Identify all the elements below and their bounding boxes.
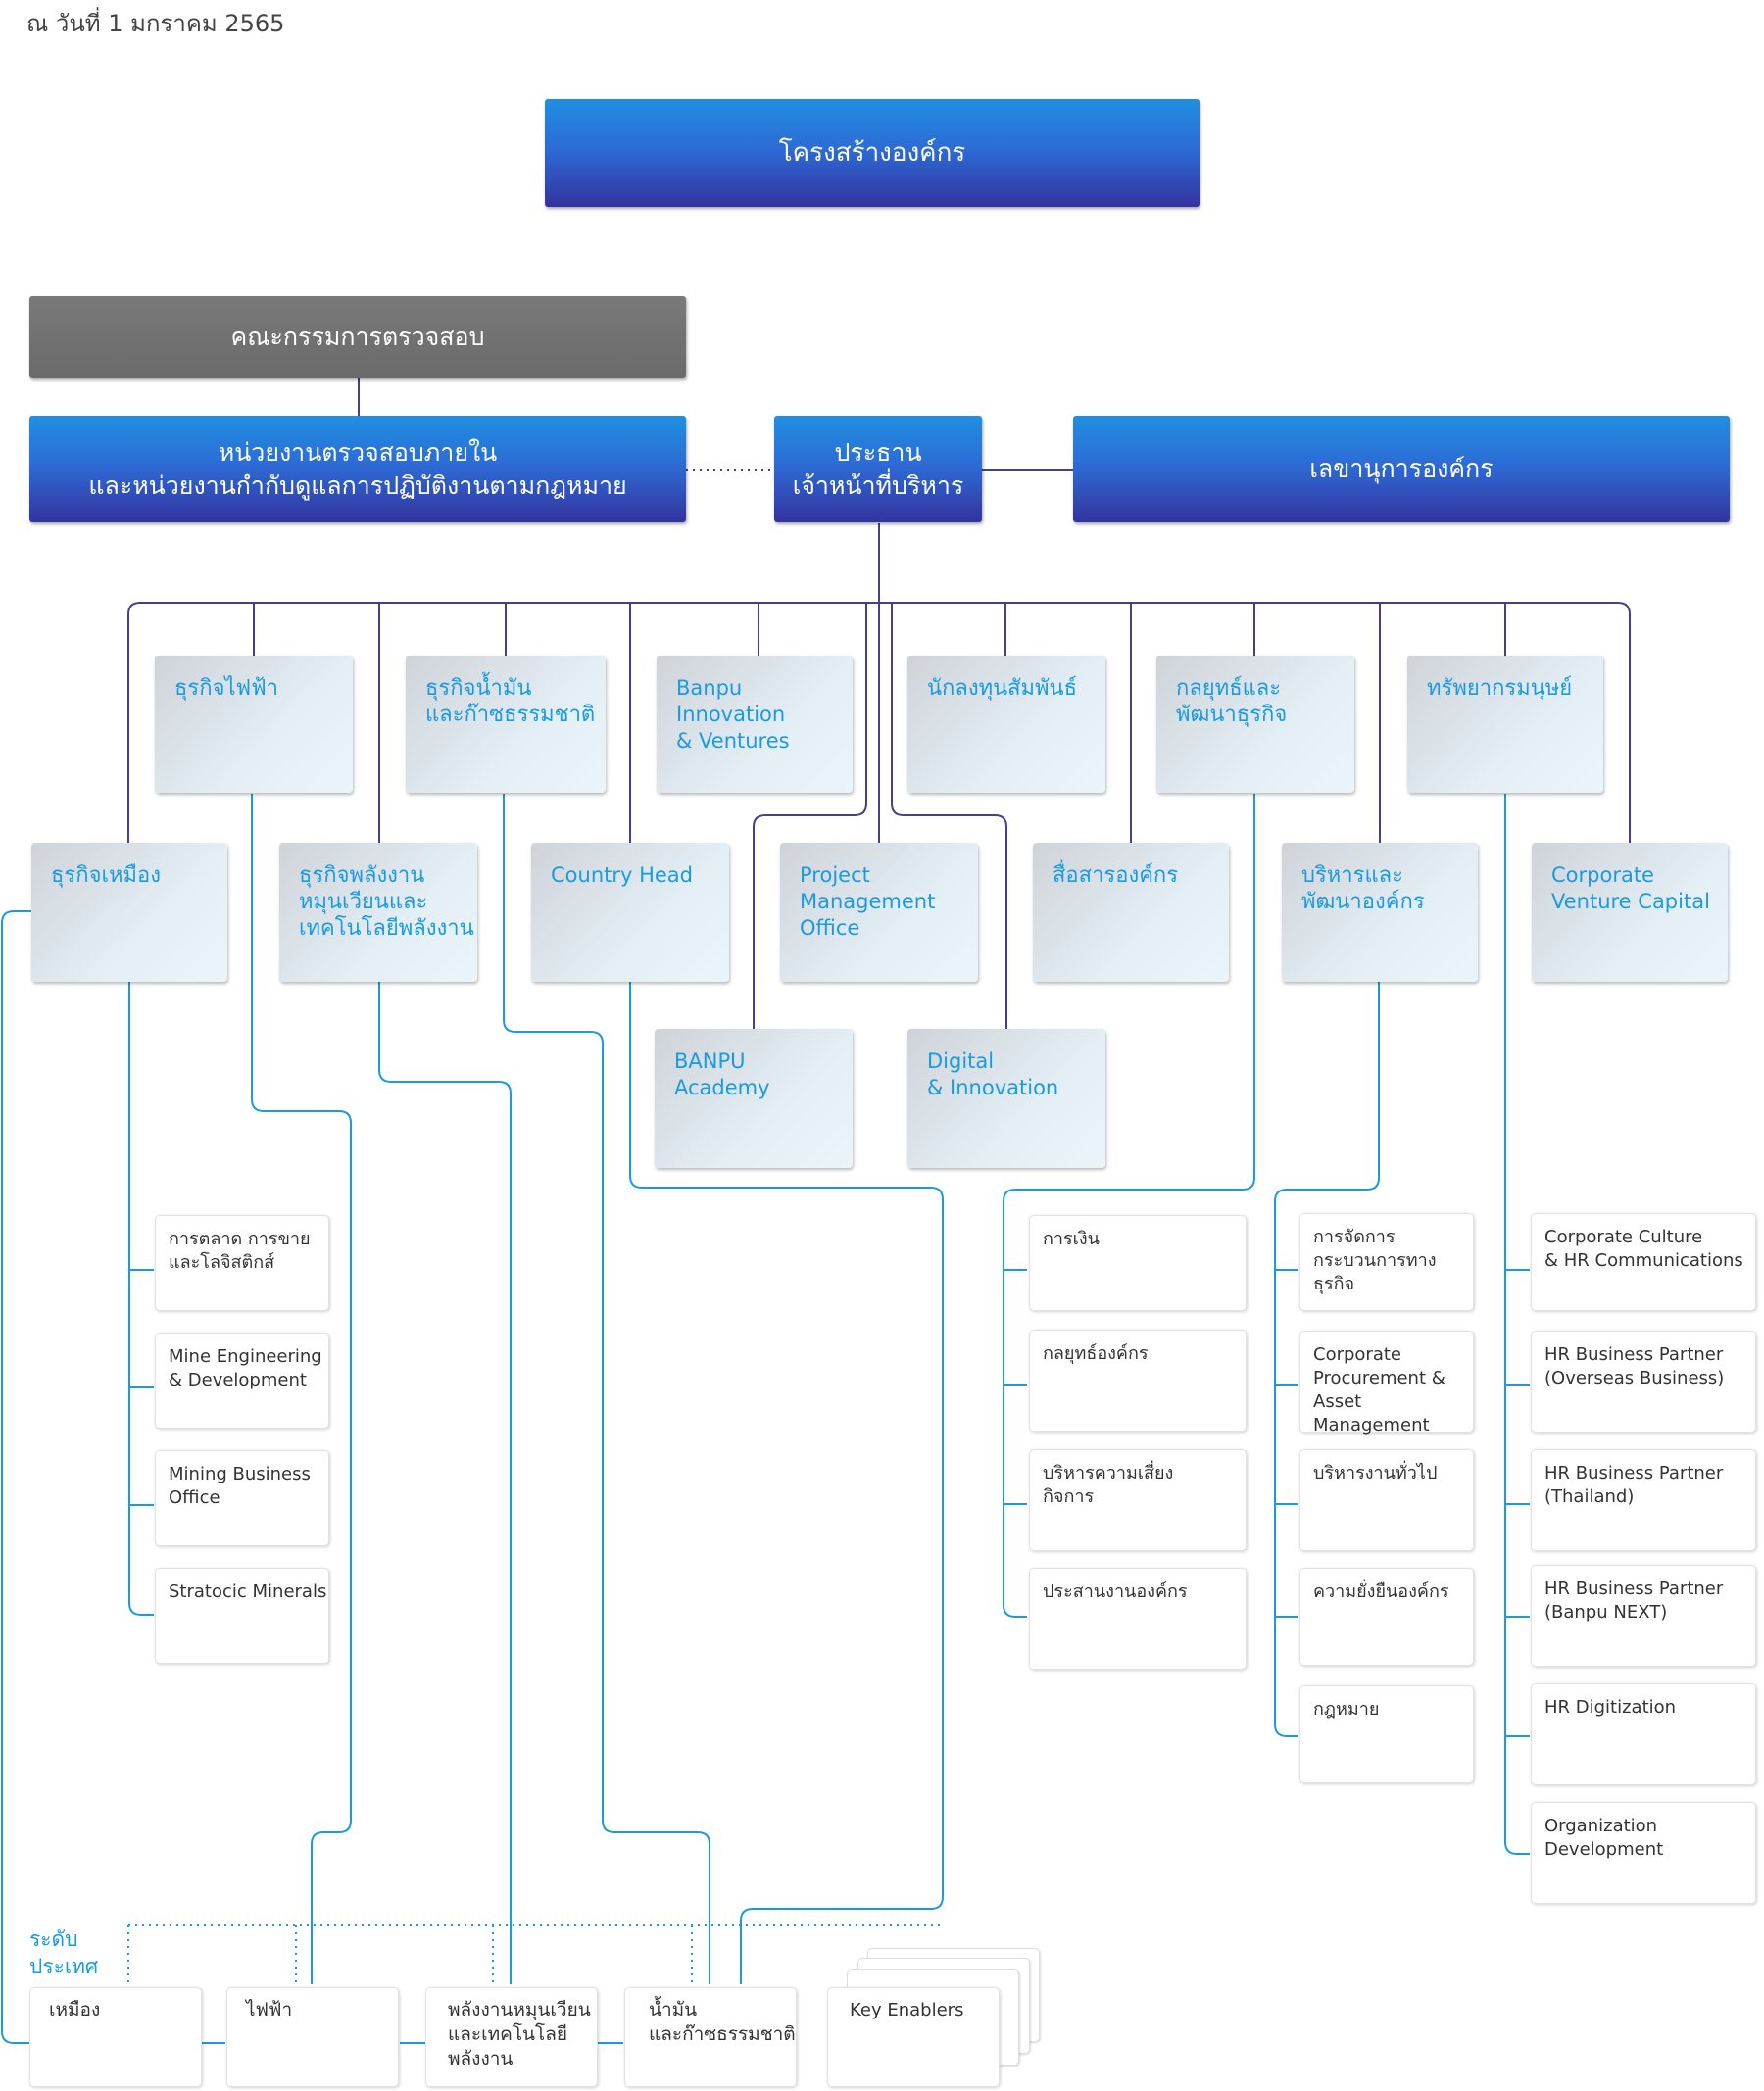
hr-sub-bp-overseas: HR Business Partner (Overseas Business) <box>1531 1331 1756 1433</box>
country-power: ไฟฟ้า <box>226 1987 399 2087</box>
unit-pmo: Project Management Office <box>780 843 978 982</box>
unit-banpu-academy: BANPU Academy <box>655 1029 853 1168</box>
hr-sub-bp-thailand: HR Business Partner (Thailand) <box>1531 1449 1756 1551</box>
unit-corporate-venture-capital: Corporate Venture Capital <box>1532 843 1728 982</box>
mining-sub-business-office: Mining Business Office <box>155 1450 329 1546</box>
country-level-label: ระดับ ประเทศ <box>29 1927 99 1978</box>
mining-sub-engineering: Mine Engineering & Development <box>155 1333 329 1429</box>
unit-digital-innovation: Digital & Innovation <box>907 1029 1105 1168</box>
unit-investor-relations: นักลงทุนสัมพันธ์ <box>907 656 1105 793</box>
admin-sub-sustainability: ความยั่งยืนองค์กร <box>1299 1568 1474 1666</box>
admin-sub-procurement: Corporate Procurement & Asset Management <box>1299 1331 1474 1435</box>
unit-strategy: กลยุทธ์และ พัฒนาธุรกิจ <box>1156 656 1354 793</box>
country-renewables: พลังงานหมุนเวียน และเทคโนโลยี พลังงาน <box>425 1987 598 2087</box>
chart-title: โครงสร้างองค์กร <box>545 99 1200 207</box>
hr-sub-culture: Corporate Culture & HR Communications <box>1531 1213 1756 1311</box>
admin-sub-legal: กฎหมาย <box>1299 1685 1474 1783</box>
unit-country-head: Country Head <box>531 843 729 982</box>
ceo-box: ประธาน เจ้าหน้าที่บริหาร <box>774 416 982 522</box>
strategy-sub-corporate-strategy: กลยุทธ์องค์กร <box>1029 1330 1247 1432</box>
country-key-enablers: Key Enablers <box>827 1987 1000 2087</box>
strategy-sub-coordination: ประสานงานองค์กร <box>1029 1568 1247 1670</box>
unit-corporate-communications: สื่อสารองค์กร <box>1033 843 1229 982</box>
country-oil-gas: น้ำมัน และก๊าซธรรมชาติ <box>624 1987 797 2087</box>
admin-sub-business-process: การจัดการ กระบวนการทาง ธุรกิจ <box>1299 1213 1474 1311</box>
unit-innovation-ventures: Banpu Innovation & Ventures <box>657 656 853 793</box>
admin-sub-general-admin: บริหารงานทั่วไป <box>1299 1449 1474 1551</box>
internal-audit-box: หน่วยงานตรวจสอบภายใน และหน่วยงานกำกับดูแ… <box>29 416 686 522</box>
as-of-date: ณ วันที่ 1 มกราคม 2565 <box>26 10 285 37</box>
unit-human-resources: ทรัพยากรมนุษย์ <box>1407 656 1603 793</box>
corporate-secretary-box: เลขานุการองค์กร <box>1073 416 1730 522</box>
unit-renewables: ธุรกิจพลังงาน หมุนเวียนและ เทคโนโลยีพลัง… <box>279 843 477 982</box>
unit-oil-gas: ธุรกิจน้ำมัน และก๊าซธรรมชาติ <box>406 656 606 793</box>
mining-sub-marketing: การตลาด การขาย และโลจิสติกส์ <box>155 1215 329 1311</box>
hr-sub-org-development: Organization Development <box>1531 1802 1756 1904</box>
unit-power: ธุรกิจไฟฟ้า <box>155 656 353 793</box>
strategy-sub-finance: การเงิน <box>1029 1215 1247 1311</box>
strategy-sub-risk-management: บริหารความเสี่ยง กิจการ <box>1029 1449 1247 1551</box>
hr-sub-digitization: HR Digitization <box>1531 1683 1756 1785</box>
mining-sub-minerals: Stratocic Minerals <box>155 1568 329 1664</box>
unit-mining: ธุรกิจเหมือง <box>31 843 227 982</box>
audit-committee-box: คณะกรรมการตรวจสอบ <box>29 296 686 378</box>
hr-sub-bp-banpu-next: HR Business Partner (Banpu NEXT) <box>1531 1565 1756 1667</box>
unit-admin-development: บริหารและ พัฒนาองค์กร <box>1282 843 1478 982</box>
country-mining: เหมือง <box>29 1987 202 2087</box>
